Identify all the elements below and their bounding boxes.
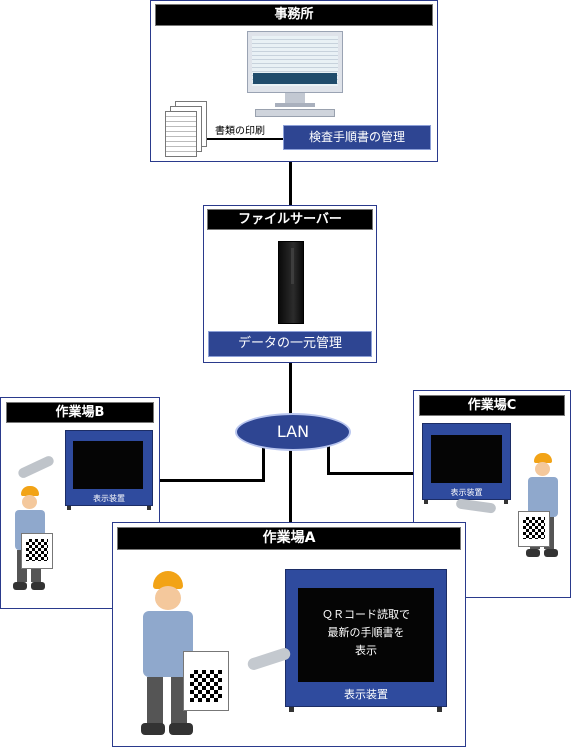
server-lan-link [289, 355, 292, 415]
qr-code-icon [190, 670, 222, 702]
computer-icon [247, 31, 343, 121]
print-label: 書類の印刷 [215, 126, 265, 137]
site-a-display-label: 表示装置 [344, 688, 388, 701]
lan-site-c-link-h [327, 472, 422, 475]
qr-code-icon [523, 517, 545, 539]
qr-code-sheet-a [183, 651, 229, 711]
qr-code-icon [26, 539, 48, 561]
server-panel: ファイルサーバー データの一元管理 [203, 205, 377, 363]
site-c-panel: 作業場C 表示装置 [413, 390, 571, 598]
site-a-screen-line-1: ＱＲコード読取で [322, 608, 410, 621]
lan-site-a-link [289, 449, 292, 525]
site-b-display-device: 表示装置 [65, 430, 153, 506]
site-b-display-foot-right [147, 506, 151, 510]
site-b-display-foot-left [67, 506, 71, 510]
site-c-display-device: 表示装置 [422, 423, 511, 500]
site-a-screen-line-2: 最新の手順書を [327, 626, 405, 639]
office-server-link [289, 152, 292, 207]
site-b-panel: 作業場B 表示装置 [0, 397, 160, 609]
site-a-display-screen: ＱＲコード読取で 最新の手順書を 表示 [298, 588, 434, 682]
site-a-title: 作業場A [117, 527, 461, 550]
worker-c-illustration [518, 453, 564, 565]
site-b-display-screen [73, 441, 143, 489]
server-icon [278, 241, 304, 324]
site-c-display-foot-right [504, 500, 508, 504]
site-b-title: 作業場B [6, 402, 154, 423]
office-function-label: 検査手順書の管理 [283, 125, 431, 150]
site-c-display-foot-left [424, 500, 428, 504]
barcode-scanner-icon [455, 498, 497, 514]
server-title: ファイルサーバー [207, 209, 373, 230]
qr-code-sheet-c [518, 511, 550, 547]
lan-site-c-link-v [327, 440, 330, 475]
worker-a-illustration [135, 571, 207, 741]
document-stack-icon [165, 101, 207, 159]
site-c-title: 作業場C [419, 395, 565, 416]
lan-site-b-link-v [262, 440, 265, 482]
site-a-display-foot-left [289, 707, 294, 712]
server-function-label: データの一元管理 [208, 331, 372, 357]
site-a-panel: 作業場A ＱＲコード読取で 最新の手順書を 表示 表示装置 [112, 522, 466, 747]
lan-node: LAN [235, 413, 351, 451]
site-a-display-device: ＱＲコード読取で 最新の手順書を 表示 表示装置 [285, 569, 447, 707]
qr-code-sheet-b [21, 533, 53, 569]
lan-site-b-link-h [155, 479, 265, 482]
site-a-display-foot-right [437, 707, 442, 712]
barcode-scanner-icon [16, 454, 56, 480]
site-c-display-screen [431, 435, 502, 483]
office-title: 事務所 [155, 4, 433, 26]
site-c-display-label: 表示装置 [450, 488, 483, 497]
office-panel: 事務所 書類の印刷 検査手順書の管理 [150, 0, 438, 162]
site-b-display-label: 表示装置 [93, 494, 125, 503]
print-link [207, 138, 283, 140]
site-a-screen-line-3: 表示 [355, 644, 377, 657]
